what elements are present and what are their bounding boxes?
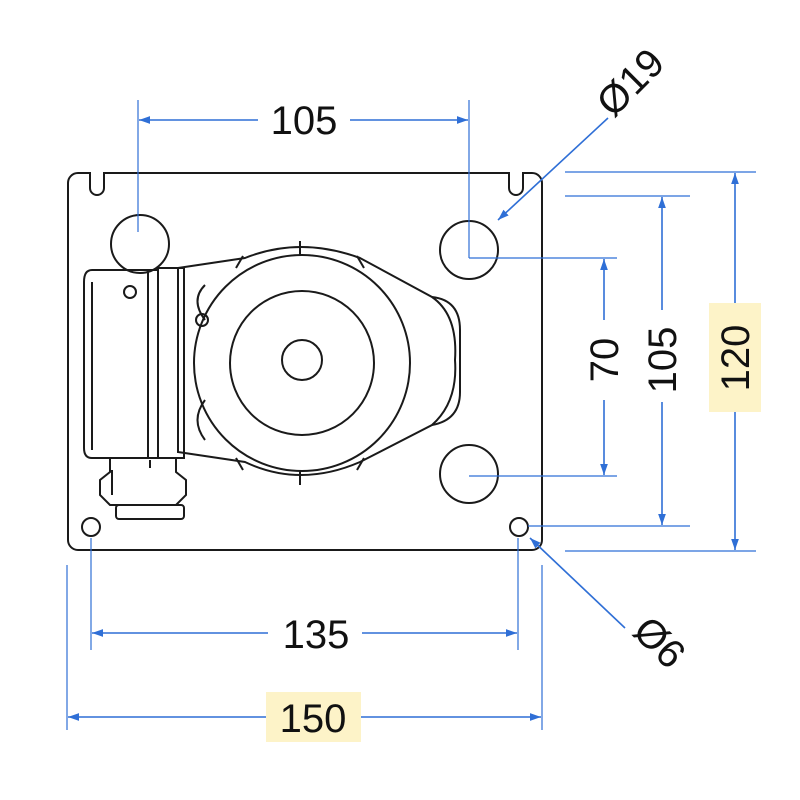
large-hole-bottom-right xyxy=(439,444,499,504)
dimension-overall-height-120: 120 xyxy=(565,171,761,552)
dimension-top-105: 105 xyxy=(137,99,617,259)
mounting-plate xyxy=(67,172,543,551)
dim-label-top-105: 105 xyxy=(271,99,338,143)
highlight-120 xyxy=(709,303,761,412)
socket-flange xyxy=(157,267,185,459)
dimension-vertical-70: 70 xyxy=(469,259,627,477)
dim-label-vertical-105: 105 xyxy=(641,327,685,394)
small-hole-bottom-right xyxy=(509,517,529,537)
dim-label-d19: Ø19 xyxy=(589,41,674,126)
large-hole-top-left xyxy=(110,214,170,274)
socket-housing xyxy=(177,241,461,485)
dimension-bottom-135: 135 xyxy=(90,538,519,657)
dim-label-d6: Ø6 xyxy=(625,608,694,677)
cable-gland-housing xyxy=(83,269,187,520)
dimension-diameter-19: Ø19 xyxy=(497,41,674,221)
dim-label-70: 70 xyxy=(583,338,627,383)
dimension-overall-width-150: 150 xyxy=(66,565,543,742)
dim-label-135: 135 xyxy=(283,613,350,657)
highlight-150 xyxy=(266,692,361,742)
dimension-vertical-105: 105 xyxy=(528,195,690,527)
dimension-diameter-6: Ø6 xyxy=(529,537,694,677)
dim-label-120: 120 xyxy=(714,325,758,392)
dim-label-150: 150 xyxy=(280,697,347,741)
small-hole-bottom-left xyxy=(81,517,101,537)
